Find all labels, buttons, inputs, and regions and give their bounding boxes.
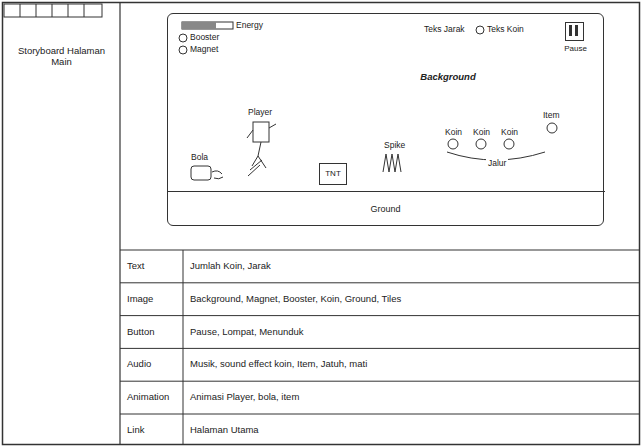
part-label: Energy xyxy=(236,21,263,31)
table-cell: Background, Magnet, Booster, Koin, Groun… xyxy=(184,284,638,315)
table-header: Animation xyxy=(121,382,182,413)
part-label: Bola xyxy=(191,153,208,163)
node-text: Ground xyxy=(370,204,400,214)
table-cell: Jumlah Koin, Jarak xyxy=(184,251,638,282)
part-label: Magnet xyxy=(190,45,218,55)
part-label: Teks Jarak xyxy=(424,25,465,35)
table-cell: Musik, sound effect koin, Item, Jatuh, m… xyxy=(184,349,638,380)
part-label: Booster xyxy=(190,33,219,43)
part-label: Teks Koin xyxy=(487,25,524,35)
table-header: Button xyxy=(121,317,182,348)
part-label: Koin xyxy=(473,128,490,138)
part-label: Spike xyxy=(384,141,405,151)
table-cell: Pause, Lompat, Menunduk xyxy=(184,317,638,348)
table-cell: Animasi Player, bola, item xyxy=(184,382,638,413)
game-screen: Background PauseTNT Ground xyxy=(167,13,604,226)
part-label: Koin xyxy=(445,128,462,138)
table-header: Image xyxy=(121,284,182,315)
part-label: Item xyxy=(543,111,560,121)
node-text: TNT xyxy=(325,169,341,178)
node-text: Pause xyxy=(564,44,587,53)
ground-area: Ground xyxy=(168,191,605,227)
tile-box: TNT xyxy=(319,163,347,185)
table-cell: Halaman Utama xyxy=(184,415,638,446)
table-header: Text xyxy=(121,251,182,282)
node-text: Storyboard Halaman Main xyxy=(11,46,112,68)
table-header: Audio xyxy=(121,349,182,380)
part-label: Jalur xyxy=(486,159,508,169)
table-header: Link xyxy=(121,415,182,446)
node-text: Background xyxy=(420,72,475,83)
part-label: Koin xyxy=(501,128,518,138)
pause-button: Pause xyxy=(565,22,584,41)
part-label: Player xyxy=(248,108,272,118)
story-cell: Storyboard Halaman Main xyxy=(3,18,120,250)
